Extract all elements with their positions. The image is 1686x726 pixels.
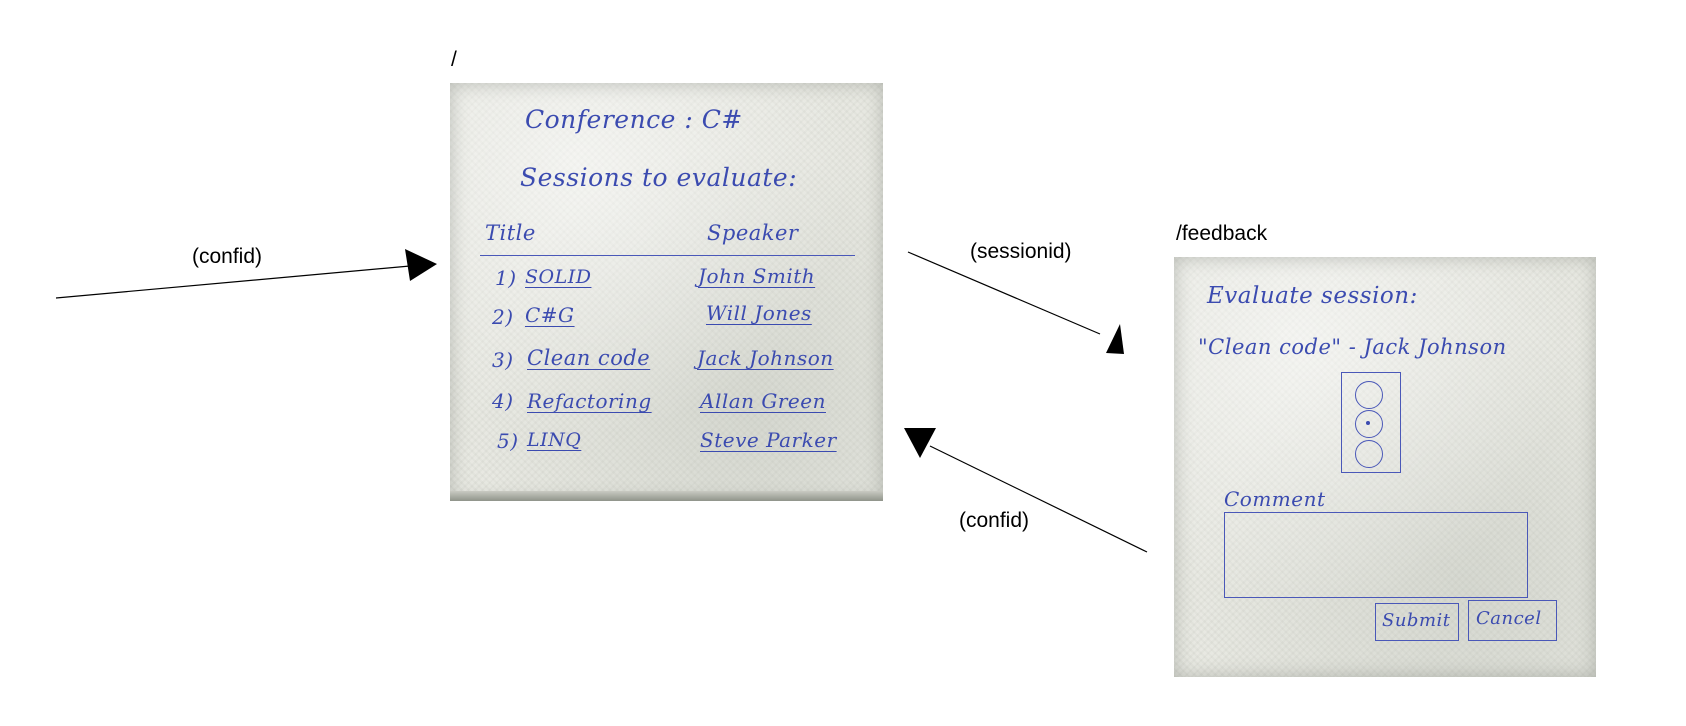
sketch-session-speaker: Steve Parker [700,428,837,452]
sketch-submit-label: Submit [1382,610,1451,631]
sketch-rating-circle-bottom [1355,440,1383,468]
sketch-rating-selected-dot [1366,421,1370,425]
arrow-to-feedback [907,251,1124,354]
sketch-comment-label: Comment [1224,487,1326,511]
sketch-session-num: 2) [492,305,514,329]
edge-label-incoming: (confid) [192,245,263,268]
sketch-session-num: 5) [497,429,519,453]
sketch-conference-heading: Conference : C# [525,105,743,134]
sketch-sessions-heading: Sessions to evaluate: [520,163,798,192]
conference-page-sketch: Conference : C# Sessions to evaluate: Ti… [450,83,883,501]
sketch-session-speaker: John Smith [698,264,816,288]
edge-label-back: (confid) [959,509,1030,532]
sketch-session-name: "Clean code" - Jack Johnson [1198,335,1507,359]
sketch-cancel-label: Cancel [1476,608,1542,629]
arrow-incoming [55,249,437,299]
sketch-session-num: 1) [495,266,517,290]
sketch-session-title: LINQ [527,429,582,451]
sketch-cancel-button: Cancel [1468,600,1557,641]
sketch-session-speaker: Will Jones [706,301,812,325]
sketch-col-speaker: Speaker [707,221,799,245]
sketch-rating-circle-middle [1355,410,1383,438]
sketch-session-title: Refactoring [527,389,652,413]
route-label-feedback: /feedback [1176,222,1268,245]
sketch-session-num: 3) [492,348,514,372]
sketch-session-title: Clean code [527,346,651,370]
sketch-evaluate-heading: Evaluate session: [1207,283,1418,309]
sketch-comment-box [1224,512,1528,598]
sketch-session-speaker: Jack Johnson [697,346,834,370]
sketch-session-speaker: Allan Green [700,389,826,413]
sketch-col-title: Title [485,221,536,245]
edge-label-to-feedback: (sessionid) [970,240,1072,263]
sketch-session-num: 4) [492,389,514,413]
sketch-header-rule [480,255,855,256]
sketch-session-title: C#G [525,303,575,327]
sketch-session-title: SOLID [525,266,592,288]
sketch-rating-light [1341,372,1401,473]
sketch-rating-circle-top [1355,381,1383,409]
route-label-conference: / [451,48,457,71]
arrow-back [904,428,1148,553]
sketch-submit-button: Submit [1375,603,1459,641]
feedback-page-sketch: Evaluate session: "Clean code" - Jack Jo… [1174,257,1596,677]
